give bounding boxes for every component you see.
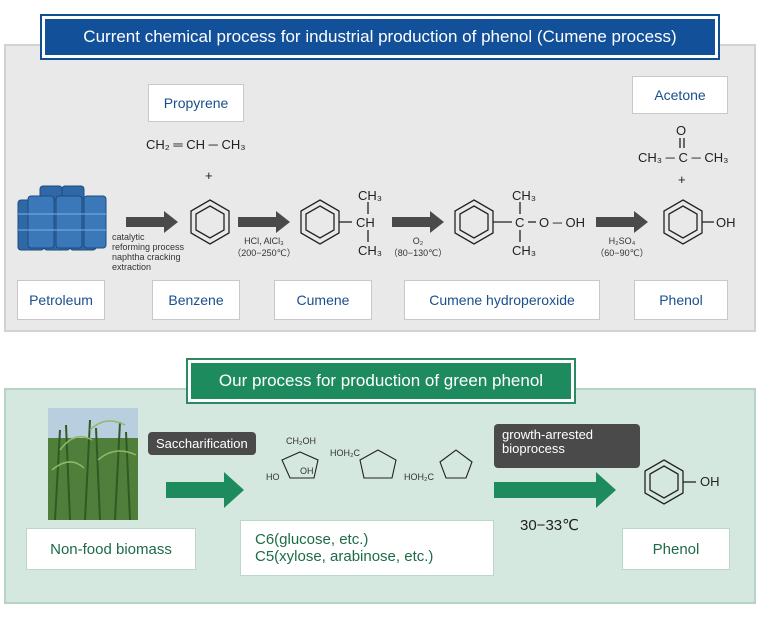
acetone-label: Acetone <box>632 76 728 114</box>
plus-sign: + <box>205 168 213 183</box>
condition-temp: （200−250℃） <box>232 248 296 258</box>
saccharification-arrow <box>166 472 244 508</box>
condition-cleavage: H₂SO₄ （60−90℃） <box>590 236 654 259</box>
condition-temp: （60−90℃） <box>595 248 649 258</box>
cumene-ch3-bottom: CH₃ <box>358 243 383 258</box>
green-phenol-oh: OH <box>700 474 720 489</box>
hydroperoxide-c: C <box>515 215 525 230</box>
green-phenol-title-text: Our process for production of green phen… <box>191 363 571 399</box>
bioprocess-tag: growth-arrested bioprocess <box>494 424 640 468</box>
hydroperoxide-ch3-bottom: CH₃ <box>512 243 537 258</box>
condition-reagent: H₂SO₄ <box>608 236 636 246</box>
green-phenol-ring <box>644 459 696 505</box>
saccharification-tag: Saccharification <box>148 432 256 455</box>
xylose-group: HOH₂C <box>330 448 360 458</box>
process-arrow <box>126 211 648 233</box>
sugar-c6: C6(glucose, etc.) <box>255 531 369 548</box>
hydroperoxide-ch3-top: CH₃ <box>512 188 537 203</box>
condition-temp: （80−130℃） <box>388 248 448 258</box>
propyrene-label: Propyrene <box>148 84 244 122</box>
cumene-process-panel <box>4 44 756 332</box>
extraction-line: extraction <box>112 262 152 272</box>
biomass-label: Non-food biomass <box>26 528 196 570</box>
cumene-ch3-top: CH₃ <box>358 188 383 203</box>
cumene-ring <box>300 199 369 245</box>
phenol-label: Phenol <box>634 280 728 320</box>
extraction-line: naphtha cracking <box>112 252 181 262</box>
extraction-text: catalytic reforming process naphtha crac… <box>112 232 184 272</box>
benzene-ring <box>190 199 230 245</box>
extraction-line: catalytic <box>112 232 145 242</box>
plus-sign-2: + <box>678 172 686 187</box>
condition-reagent: HCl, AlCl₃ <box>244 236 284 246</box>
cumene-process-title-text: Current chemical process for industrial … <box>45 19 715 55</box>
green-phenol-title: Our process for production of green phen… <box>186 358 576 404</box>
cumene-hydroperoxide-ring <box>454 199 536 245</box>
glucose-ring <box>281 451 319 479</box>
oil-barrels-icon <box>17 185 107 251</box>
sugar-c5: C5(xylose, arabinose, etc.) <box>255 548 434 565</box>
arabinose-ring <box>439 449 473 479</box>
bioprocess-arrow <box>494 472 616 508</box>
temperature-label: 30−33℃ <box>520 517 579 534</box>
xylose-ring <box>359 449 397 479</box>
propyrene-formula: CH₂ ═ CH ─ CH₃ <box>146 137 246 152</box>
condition-oxidation: O₂ （80−130℃） <box>386 236 450 259</box>
extraction-line: reforming process <box>112 242 185 252</box>
phenol-ring <box>663 199 714 245</box>
condition-reagent: O₂ <box>412 236 424 246</box>
acetone-carbonyl <box>679 138 685 148</box>
petroleum-label: Petroleum <box>17 280 105 320</box>
glucose-group: OH <box>300 466 314 476</box>
phenol-oh: OH <box>716 215 736 230</box>
cumene-ch: CH <box>356 215 375 230</box>
condition-alkylation: HCl, AlCl₃ （200−250℃） <box>232 236 296 259</box>
glucose-group: CH₂OH <box>286 436 316 446</box>
arabinose-group: HOH₂C <box>404 472 434 482</box>
benzene-label: Benzene <box>152 280 240 320</box>
green-phenol-label: Phenol <box>622 528 730 570</box>
cumene-process-title: Current chemical process for industrial … <box>40 14 720 60</box>
sugars-box: C6(glucose, etc.) C5(xylose, arabinose, … <box>240 520 494 576</box>
cumene-label: Cumene <box>274 280 372 320</box>
hydroperoxide-ooh: O ─ OH <box>539 215 586 230</box>
cumene-hydroperoxide-label: Cumene hydroperoxide <box>404 280 600 320</box>
glucose-group: HO <box>266 472 280 482</box>
acetone-oxygen: O <box>676 123 687 138</box>
sugarcane-photo <box>48 408 138 521</box>
acetone-formula: CH₃ ─ C ─ CH₃ <box>638 150 729 165</box>
